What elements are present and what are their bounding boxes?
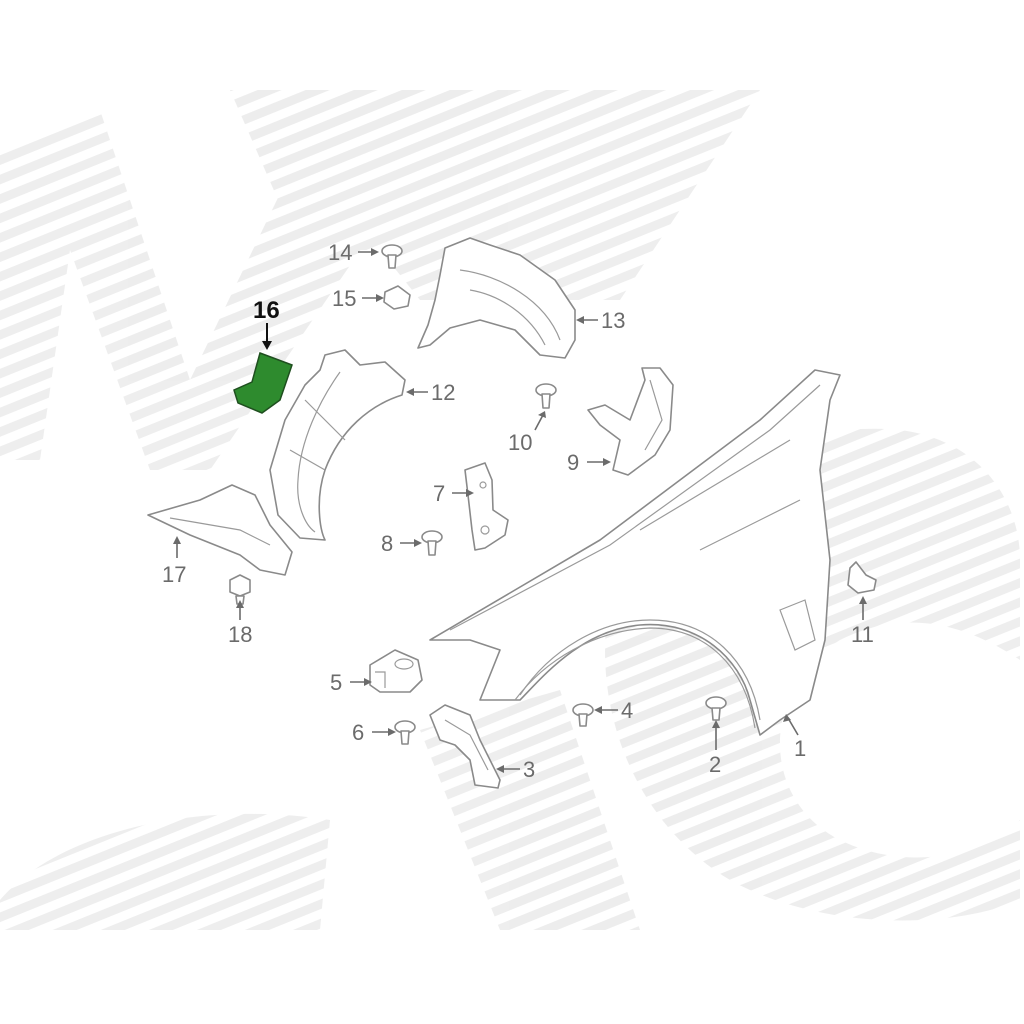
label-part-12: 12 — [431, 380, 455, 405]
part-13-wheel-arch-liner — [417, 237, 576, 359]
part-12-wheel-arch-liner — [269, 349, 406, 541]
label-part-15: 15 — [332, 286, 356, 311]
part-3-bracket — [429, 704, 501, 789]
label-part-6: 6 — [352, 720, 364, 745]
label-part-18: 18 — [228, 622, 252, 647]
leader-arrows — [173, 248, 867, 773]
part-7-bracket — [464, 462, 509, 551]
label-part-11: 11 — [851, 622, 874, 647]
label-part-8: 8 — [381, 531, 393, 556]
part-1-fender — [429, 369, 841, 736]
label-part-10: 10 — [508, 430, 532, 455]
part-9-bracket — [587, 367, 674, 476]
label-part-9: 9 — [567, 450, 579, 475]
label-part-2: 2 — [709, 752, 721, 777]
part-15-clip — [383, 285, 411, 310]
label-part-3: 3 — [523, 757, 535, 782]
part-8-bolt — [421, 530, 443, 556]
label-part-16: 16 — [253, 297, 280, 324]
part-4-clip — [572, 703, 594, 727]
label-part-17: 17 — [162, 562, 186, 587]
part-14-bolt — [381, 244, 403, 269]
part-11-bracket — [847, 561, 877, 594]
label-part-14: 14 — [328, 240, 352, 265]
part-5-mount — [369, 649, 423, 693]
part-18-clip — [229, 574, 251, 605]
label-part-1: 1 — [794, 736, 806, 761]
part-16-highlighted-panel[interactable] — [233, 352, 293, 414]
label-part-7: 7 — [433, 481, 445, 506]
watermark-logo — [0, 90, 1020, 930]
part-2-bolt — [705, 696, 727, 721]
part-10-bolt — [535, 383, 557, 409]
label-part-13: 13 — [601, 308, 625, 333]
label-part-4: 4 — [621, 698, 633, 723]
part-17-undertray — [147, 484, 293, 576]
label-part-5: 5 — [330, 670, 342, 695]
part-6-bolt — [394, 720, 416, 745]
